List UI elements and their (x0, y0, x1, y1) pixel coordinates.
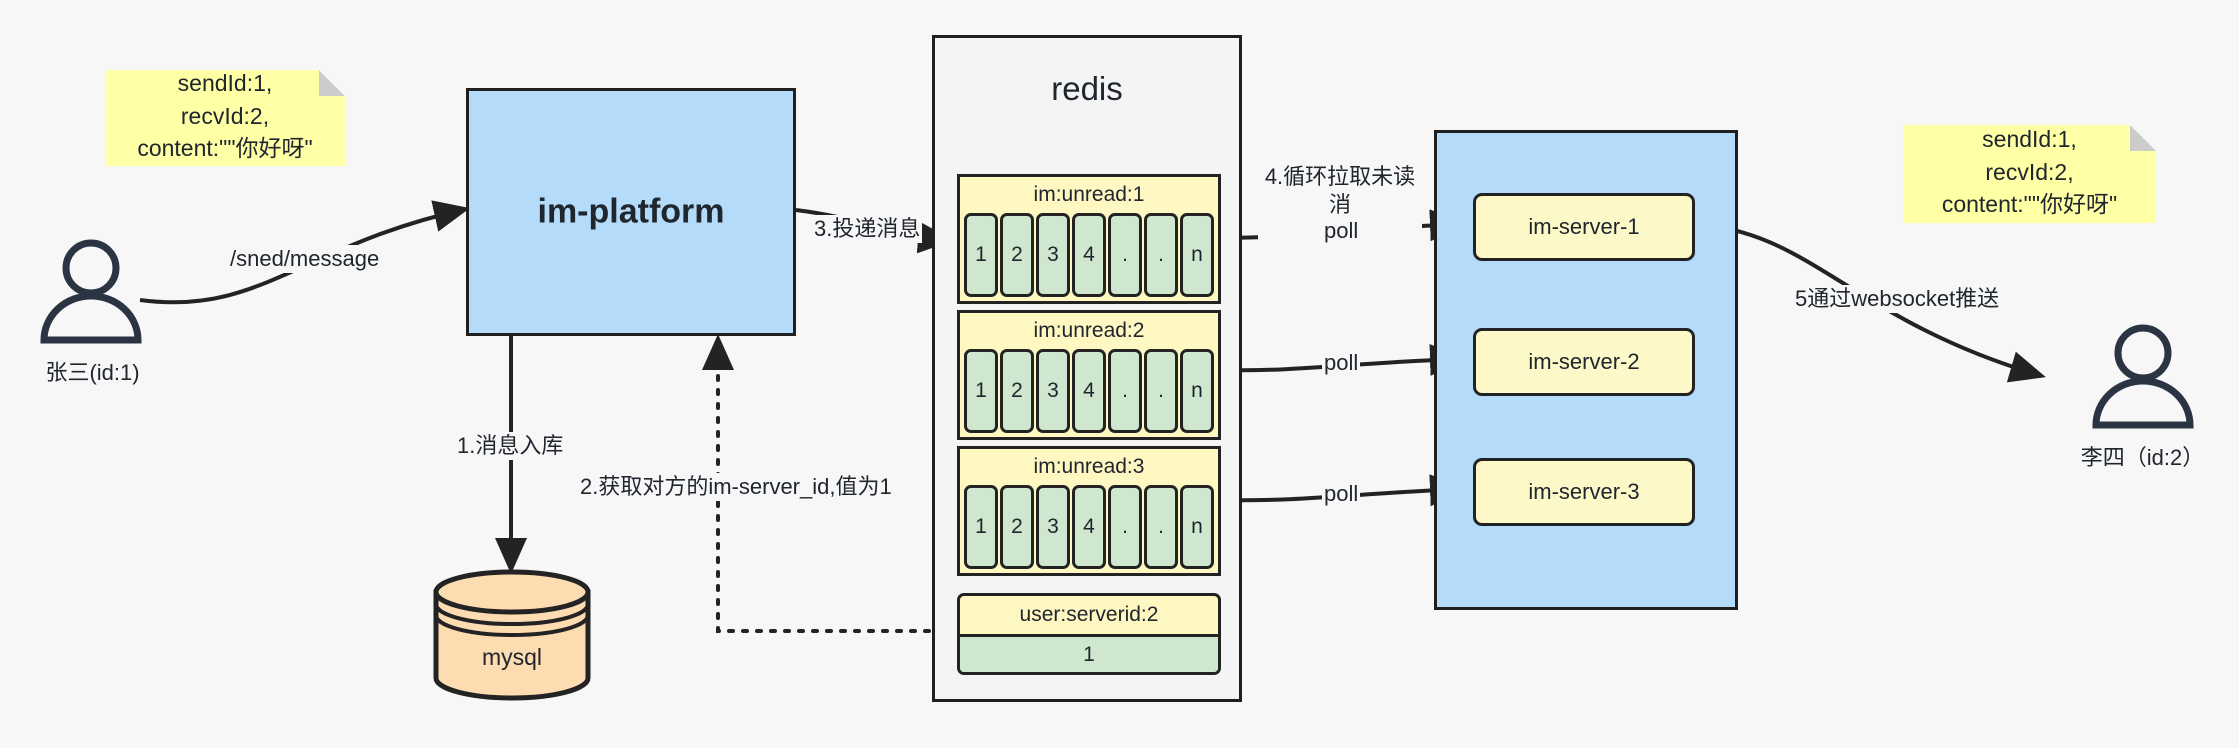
redis-kv-user-serverid[interactable]: user:serverid:2 1 (957, 593, 1221, 675)
redis-queue-2-key: im:unread:2 (1033, 319, 1145, 342)
redis-kv-key: user:serverid:2 (1019, 603, 1159, 626)
im-platform-label: im-platform (537, 192, 725, 231)
database-cylinder-icon (433, 569, 591, 701)
im-server-1-box[interactable]: im-server-1 (1473, 193, 1695, 261)
im-server-2-label: im-server-2 (1528, 349, 1640, 374)
note-fold-icon (2130, 125, 2156, 151)
sticky-note-left: sendId:1, recvId:2, content:""你好呀" (105, 70, 345, 166)
im-server-cluster[interactable]: im-server-1 im-server-2 im-server-3 (1434, 130, 1738, 610)
queue-cell: . (1144, 485, 1178, 569)
edge-label-poll-3: poll (1322, 480, 1361, 508)
im-server-3-label: im-server-3 (1528, 479, 1640, 504)
queue-cell: n (1180, 349, 1214, 433)
redis-queue-3[interactable]: im:unread:3 1 2 3 4 . . n (957, 446, 1221, 576)
sticky-note-right-text: sendId:1, recvId:2, content:""你好呀" (1941, 126, 2118, 218)
redis-queue-2[interactable]: im:unread:2 1 2 3 4 . . n (957, 310, 1221, 440)
im-server-3-box[interactable]: im-server-3 (1473, 458, 1695, 526)
queue-cell: 4 (1072, 485, 1106, 569)
sender-actor-icon (40, 239, 142, 344)
im-platform-box[interactable]: im-platform (466, 88, 796, 336)
queue-cell: 4 (1072, 213, 1106, 297)
queue-cell: 2 (1000, 213, 1034, 297)
mysql-label: mysql (481, 644, 543, 671)
redis-queue-1-cells: 1 2 3 4 . . n (964, 213, 1214, 297)
queue-cell: 2 (1000, 485, 1034, 569)
receiver-actor-icon (2092, 324, 2194, 429)
redis-queue-1-key: im:unread:1 (1033, 183, 1145, 206)
redis-container[interactable]: redis im:unread:1 1 2 3 4 . . n im:unrea… (932, 35, 1242, 702)
queue-cell: 3 (1036, 213, 1070, 297)
receiver-actor-label: 李四（id:2） (2080, 445, 2205, 470)
edge-label-step3: 3.投递消息 (812, 215, 923, 243)
sticky-note-left-text: sendId:1, recvId:2, content:""你好呀" (137, 70, 313, 162)
queue-cell: 3 (1036, 349, 1070, 433)
redis-kv-value: 1 (960, 634, 1218, 672)
redis-queue-3-cells: 1 2 3 4 . . n (964, 485, 1214, 569)
edge-label-step1: 1.消息入库 (455, 432, 566, 460)
queue-cell: 3 (1036, 485, 1070, 569)
queue-cell: 2 (1000, 349, 1034, 433)
im-server-1-label: im-server-1 (1528, 214, 1640, 239)
queue-cell: 4 (1072, 349, 1106, 433)
edge-label-step5: 5通过websocket推送 (1793, 285, 2002, 313)
redis-title: redis (1051, 70, 1123, 107)
im-server-2-box[interactable]: im-server-2 (1473, 328, 1695, 396)
mysql-node[interactable]: mysql (432, 569, 592, 701)
redis-queue-2-cells: 1 2 3 4 . . n (964, 349, 1214, 433)
queue-cell: . (1144, 349, 1178, 433)
queue-cell: . (1108, 485, 1142, 569)
sender-actor-label: 张三(id:1) (45, 360, 140, 385)
edge-label-send-message: /sned/message (228, 245, 382, 273)
queue-cell: 1 (964, 349, 998, 433)
queue-cell: . (1108, 349, 1142, 433)
edge-label-poll-1: poll (1322, 217, 1361, 245)
sticky-note-right: sendId:1, recvId:2, content:""你好呀" (1903, 125, 2156, 223)
edge-label-step2: 2.获取对方的im-server_id,值为1 (578, 473, 894, 501)
edge-sender-to-platform (139, 200, 470, 305)
queue-cell: n (1180, 213, 1214, 297)
queue-cell: 1 (964, 485, 998, 569)
queue-cell: . (1108, 213, 1142, 297)
redis-queue-3-key: im:unread:3 (1033, 455, 1145, 478)
edge-redis-to-platform-dotted (702, 334, 987, 633)
edge-label-poll-2: poll (1322, 349, 1361, 377)
note-fold-icon (319, 70, 345, 96)
queue-cell: n (1180, 485, 1214, 569)
queue-cell: . (1144, 213, 1178, 297)
queue-cell: 1 (964, 213, 998, 297)
redis-queue-1[interactable]: im:unread:1 1 2 3 4 . . n (957, 174, 1221, 304)
